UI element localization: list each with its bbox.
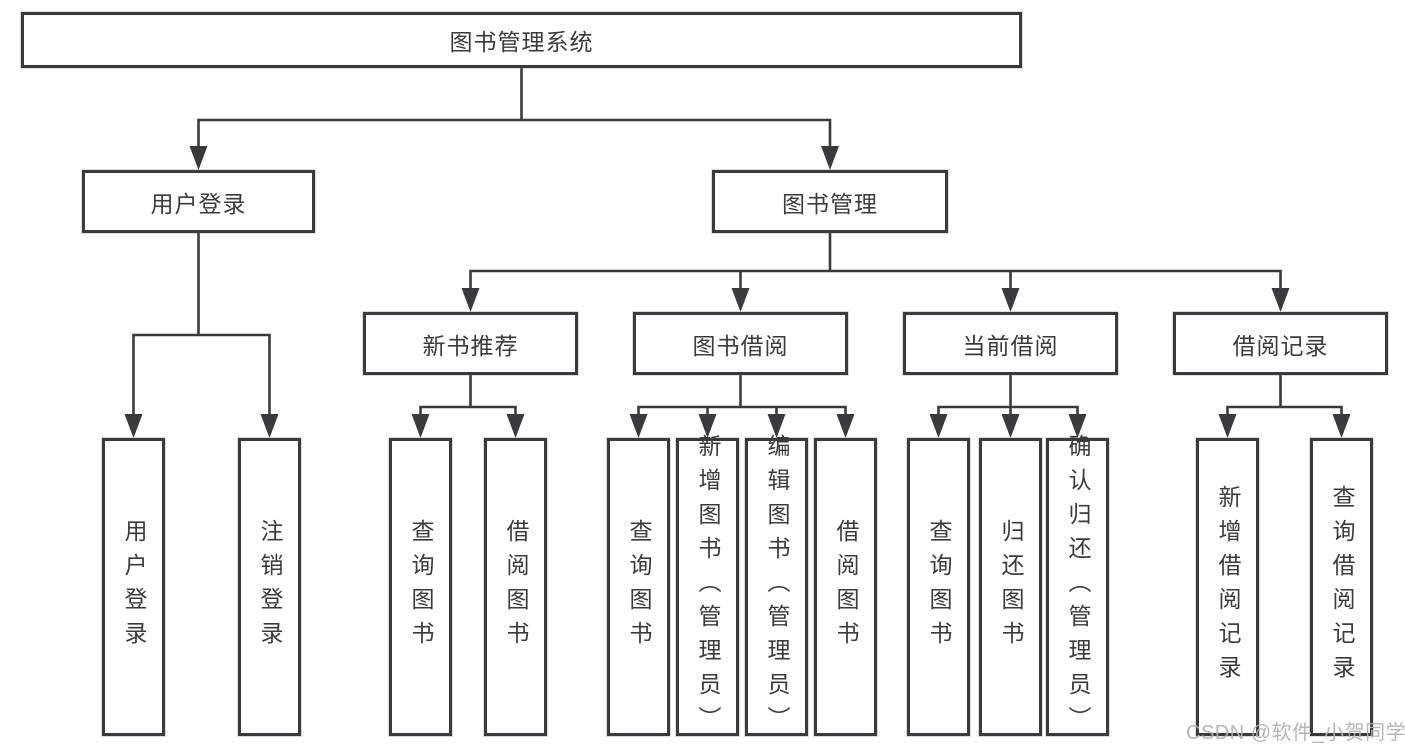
arrow-down-icon (461, 288, 1290, 312)
leaf-label: 用户登录 (121, 519, 147, 655)
leaf-label: 借阅图书 (833, 519, 859, 655)
leaf-user-login: 用户登录 (102, 438, 165, 736)
leaf-query-books-borrowing: 查询图书 (607, 438, 670, 736)
edge-borrowing-records-to-children (1218, 375, 1351, 438)
leaf-label: 新增图书（管理员） (695, 434, 721, 740)
edge-new-book-recommendation-to-children (411, 375, 525, 438)
edge-current-borrowing-to-children (929, 375, 1087, 438)
leaf-label: 新增借阅记录 (1215, 485, 1241, 689)
edge-user-login-to-children (124, 233, 279, 438)
leaf-label: 查询图书 (926, 519, 952, 655)
csdn-watermark: CSDN @软件_小贺同学 (1186, 722, 1405, 744)
node-user-login: 用户登录 (82, 170, 315, 233)
node-new-book-recommendation: 新书推荐 (363, 312, 578, 375)
leaf-return-books: 归还图书 (979, 438, 1042, 736)
leaf-add-book-admin: 新增图书（管理员） (676, 434, 739, 740)
node-book-borrowing: 图书借阅 (633, 312, 848, 375)
leaf-label: 编辑图书（管理员） (764, 434, 790, 740)
edge-book-borrowing-to-children (629, 375, 855, 438)
arrow-down-icon (411, 414, 525, 438)
node-borrowing-records: 借阅记录 (1173, 312, 1388, 375)
leaf-query-borrow-record: 查询借阅记录 (1310, 438, 1373, 736)
leaf-label: 注销登录 (257, 519, 283, 655)
arrow-down-icon (189, 146, 839, 170)
leaf-label: 归还图书 (998, 519, 1024, 655)
node-book-management: 图书管理 (712, 170, 948, 233)
leaf-label: 查询图书 (408, 519, 434, 655)
leaf-logout: 注销登录 (238, 438, 301, 736)
leaf-edit-book-admin: 编辑图书（管理员） (745, 434, 808, 740)
leaf-borrow-books-recommend: 借阅图书 (484, 438, 547, 736)
leaf-confirm-return-admin: 确认归还（管理员） (1046, 434, 1109, 740)
leaf-label: 查询借阅记录 (1329, 485, 1355, 689)
node-library-management-system: 图书管理系统 (21, 12, 1022, 68)
leaf-label: 确认归还（管理员） (1065, 434, 1091, 740)
node-current-borrowing: 当前借阅 (903, 312, 1118, 375)
arrow-down-icon (629, 414, 855, 438)
leaf-query-books-current: 查询图书 (907, 438, 970, 736)
edge-root-to-children (189, 68, 839, 170)
leaf-query-books-recommend: 查询图书 (389, 438, 452, 736)
leaf-add-borrow-record: 新增借阅记录 (1196, 438, 1259, 736)
leaf-borrow-books-borrowing: 借阅图书 (814, 438, 877, 736)
arrow-down-icon (929, 414, 1087, 438)
leaf-label: 借阅图书 (503, 519, 529, 655)
edge-book-management-to-children (461, 233, 1290, 312)
arrow-down-icon (1218, 414, 1351, 438)
arrow-down-icon (124, 414, 279, 438)
leaf-label: 查询图书 (626, 519, 652, 655)
